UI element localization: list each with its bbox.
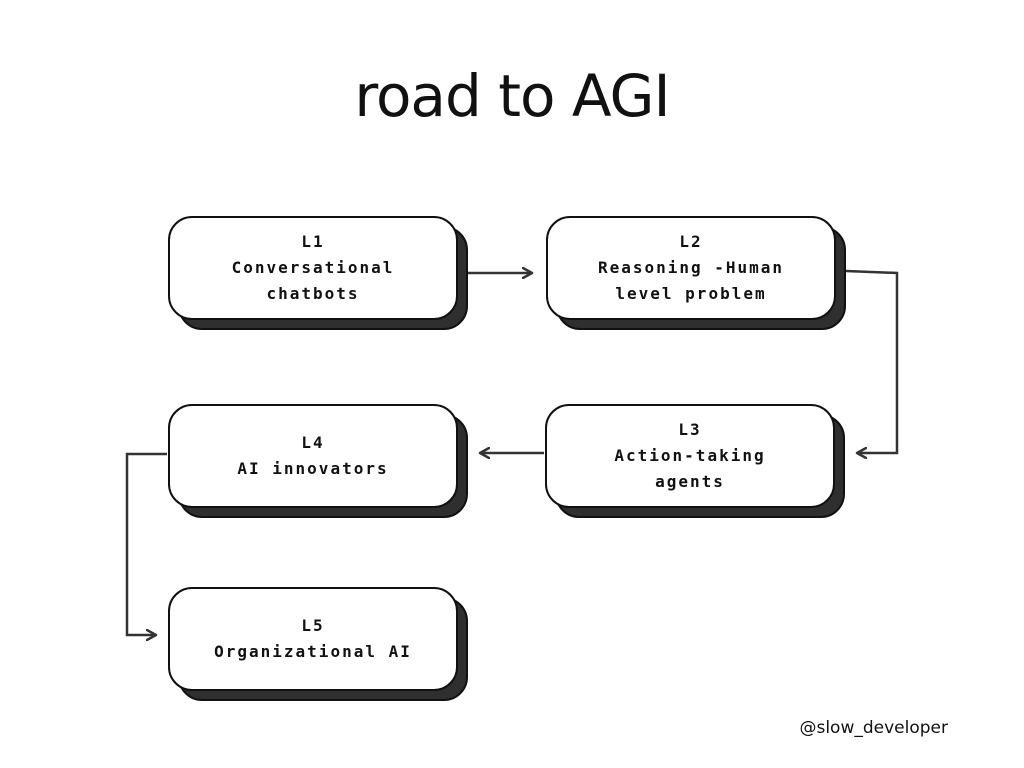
level-id: L4 [301, 433, 325, 452]
level-label: Conversational [231, 258, 395, 277]
node-box: L2 Reasoning -Human level problem [546, 216, 836, 320]
node-box: L4 AI innovators [168, 404, 458, 508]
page-title: road to AGI [354, 62, 670, 130]
level-id: L2 [679, 232, 703, 251]
level-label: level problem [615, 284, 767, 303]
level-node-l4: L4 AI innovators [168, 404, 468, 518]
level-node-l3: L3 Action-taking agents [545, 404, 845, 518]
node-box: L3 Action-taking agents [545, 404, 835, 508]
node-box: L5 Organizational AI [168, 587, 458, 691]
level-label: Action-taking [614, 446, 766, 465]
level-label: chatbots [266, 284, 360, 303]
level-node-l1: L1 Conversational chatbots [168, 216, 468, 330]
connector-l2-l3 [845, 269, 899, 453]
level-label: Organizational AI [214, 642, 412, 661]
level-label: Reasoning -Human [597, 258, 785, 277]
author-handle: @slow_developer [799, 718, 948, 738]
level-node-l5: L5 Organizational AI [168, 587, 468, 701]
level-id: L1 [301, 232, 325, 251]
level-node-l2: L2 Reasoning -Human level problem [546, 216, 846, 330]
level-label: AI innovators [237, 459, 389, 478]
level-id: L3 [678, 420, 702, 439]
level-label: agents [655, 472, 725, 491]
connector-l4-l5 [125, 452, 167, 635]
level-id: L5 [301, 616, 325, 635]
node-box: L1 Conversational chatbots [168, 216, 458, 320]
